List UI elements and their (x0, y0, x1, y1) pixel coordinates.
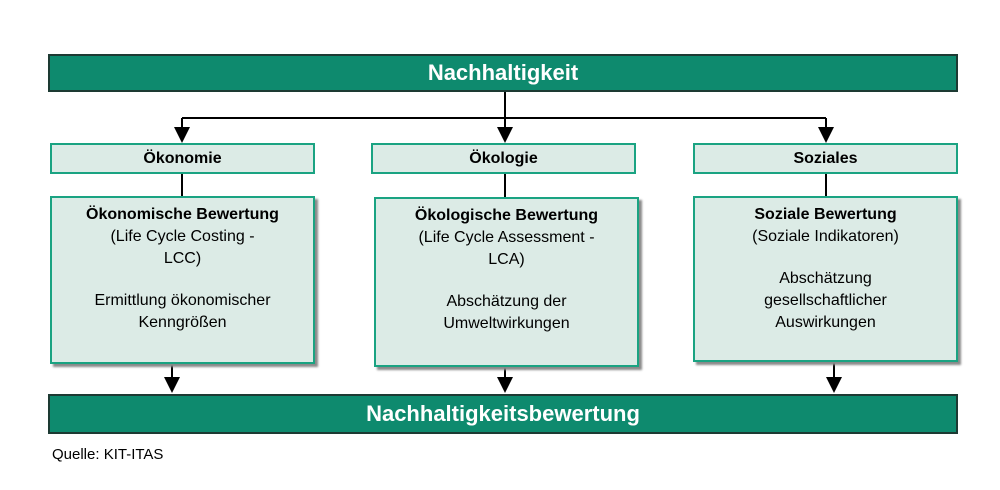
box-method: (Soziale Indikatoren) (752, 228, 899, 245)
box-description: Abschätzung (779, 270, 872, 287)
box-method: (Life Cycle Costing - (110, 228, 255, 245)
bottom-bar: Nachhaltigkeitsbewertung (48, 394, 958, 434)
box-title: Ökonomische Bewertung (86, 206, 279, 223)
box-title: Ökologische Bewertung (414, 207, 599, 224)
box-oekonomie: Ökonomische Bewertung (Life Cycle Costin… (50, 196, 315, 364)
box-description: Ermittlung ökonomischer (94, 292, 271, 309)
header-oekonomie: Ökonomie (50, 143, 315, 174)
header-soziales: Soziales (693, 143, 958, 174)
box-oekologie: Ökologische Bewertung (Life Cycle Assess… (374, 197, 639, 367)
box-title: Soziale Bewertung (754, 206, 897, 223)
box-method: LCA) (488, 251, 525, 268)
box-description: Kenngrößen (138, 314, 227, 331)
box-description: gesellschaftlicher (764, 292, 887, 309)
box-soziales: Soziale Bewertung (Soziale Indikatoren) … (693, 196, 958, 362)
box-description: Auswirkungen (775, 314, 876, 331)
top-bar: Nachhaltigkeit (48, 54, 958, 92)
box-method: LCC) (163, 250, 202, 267)
source-label: Quelle: KIT-ITAS (52, 446, 164, 463)
header-oekologie: Ökologie (371, 143, 636, 174)
box-method: (Life Cycle Assessment - (418, 229, 595, 246)
box-description: Abschätzung der (446, 293, 567, 310)
box-description: Umweltwirkungen (443, 315, 570, 332)
